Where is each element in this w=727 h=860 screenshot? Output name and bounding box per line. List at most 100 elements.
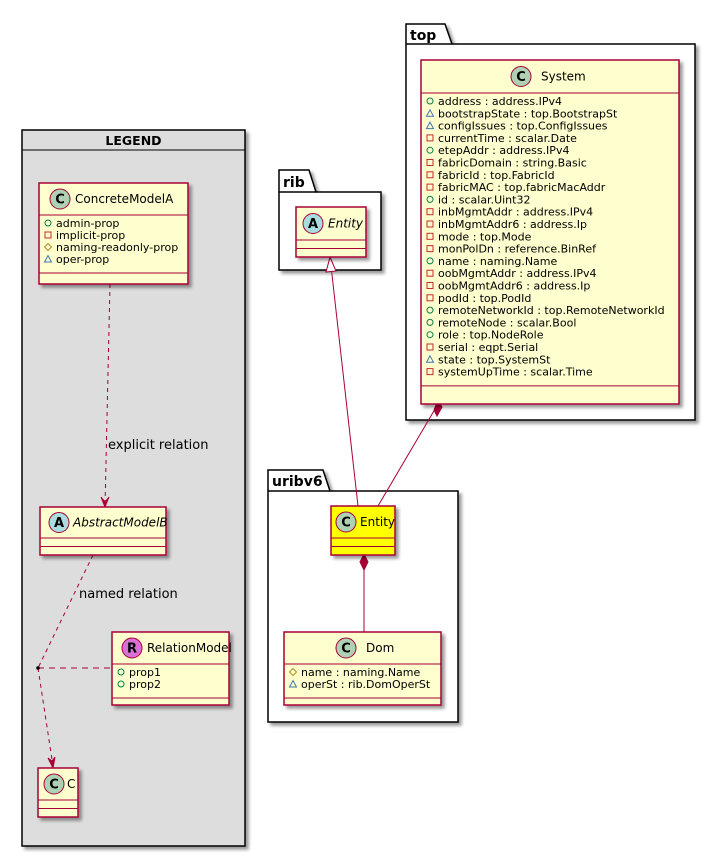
visibility-icon	[426, 97, 434, 105]
attribute: role : top.NodeRole	[438, 329, 544, 342]
stereotype-letter: C	[341, 642, 351, 657]
attribute: oobMgmtAddr6 : address.Ip	[438, 280, 590, 293]
attribute: operSt : rib.DomOperSt	[301, 678, 431, 691]
attribute: prop2	[129, 678, 161, 691]
explicit-relation-label: explicit relation	[108, 438, 208, 453]
attribute: oobMgmtAddr : address.IPv4	[438, 267, 597, 280]
visibility-icon	[426, 318, 434, 326]
relation-point	[36, 666, 40, 670]
attribute: podId : top.PodId	[438, 292, 531, 305]
visibility-icon	[426, 159, 434, 166]
attribute: oper-prop	[56, 253, 109, 266]
package-uribv6-label: uribv6	[272, 474, 323, 490]
visibility-icon	[426, 343, 434, 351]
attribute: remoteNetworkId : top.RemoteNetworkId	[438, 304, 665, 317]
arrowhead-to-c	[47, 756, 56, 770]
relation-class-icon	[121, 637, 143, 659]
attribute: configIssues : top.ConfigIssues	[438, 120, 608, 133]
arrowhead-explicit	[100, 496, 110, 509]
attribute: state : top.SystemSt	[438, 353, 551, 366]
attribute: inbMgmtAddr6 : address.Ip	[438, 218, 587, 231]
visibility-icon	[426, 146, 434, 154]
class-icon	[335, 511, 357, 533]
stereotype-letter: C	[341, 516, 351, 531]
attribute: fabricDomain : string.Basic	[438, 157, 587, 170]
abstract-class-icon	[48, 512, 70, 533]
class-rib-entity[interactable]: A Entity	[295, 206, 367, 258]
attribute: bootstrapState : top.BootstrapSt	[438, 107, 618, 120]
visibility-icon	[426, 134, 434, 142]
visibility-icon	[426, 245, 434, 253]
attribute: etepAddr : address.IPv4	[438, 144, 569, 157]
class-system-name: System	[541, 70, 586, 84]
visibility-icon	[288, 679, 298, 688]
class-icon	[43, 773, 65, 795]
class-icon	[335, 637, 357, 659]
class-abstract-model-b-name: AbstractModelB	[72, 516, 168, 530]
class-icon	[49, 188, 71, 210]
visibility-icon	[426, 331, 434, 339]
class-abstract-model-b[interactable]: A AbstractModelB	[39, 506, 168, 556]
class-concrete-model-a-name: ConcreteModelA	[75, 192, 174, 206]
attribute: id : scalar.Uint32	[438, 193, 530, 206]
visibility-icon	[426, 183, 434, 191]
stereotype-letter: C	[49, 778, 59, 793]
attribute: naming-readonly-prop	[56, 241, 178, 254]
edge-explicit-relation	[104, 283, 111, 508]
stereotype-letter: A	[54, 516, 64, 531]
inheritance-triangle	[325, 255, 337, 273]
attribute: monPolDn : reference.BinRef	[438, 243, 597, 256]
diamond-dom	[359, 552, 369, 572]
visibility-icon	[43, 242, 53, 252]
attribute: systemUpTime : scalar.Time	[438, 366, 593, 379]
class-relation-model-name: RelationModel	[147, 641, 232, 655]
stereotype-letter: C	[516, 70, 526, 85]
attribute: implicit-prop	[56, 229, 125, 242]
attribute: serial : eqpt.Serial	[438, 341, 538, 354]
class-c-name: C	[67, 777, 75, 791]
class-rib-entity-name: Entity	[328, 217, 364, 231]
attribute: currentTime : scalar.Date	[438, 132, 577, 145]
visibility-icon	[426, 171, 434, 179]
attribute: inbMgmtAddr : address.IPv4	[438, 206, 593, 219]
visibility-icon	[426, 257, 434, 265]
package-top-label: top	[410, 28, 436, 44]
visibility-icon	[288, 667, 298, 677]
visibility-icon	[426, 269, 434, 277]
attribute: admin-prop	[56, 217, 119, 230]
visibility-icon	[43, 254, 53, 263]
attribute: prop1	[129, 666, 161, 679]
visibility-icon	[425, 354, 435, 363]
visibility-icon	[117, 680, 125, 688]
edge-inheritance	[329, 256, 359, 507]
visibility-icon	[426, 195, 434, 203]
abstract-class-icon	[302, 213, 324, 234]
attribute: address : address.IPv4	[438, 95, 562, 108]
legend-title: LEGEND	[105, 133, 161, 148]
named-relation-label: named relation	[79, 587, 178, 602]
edge-to-c	[37, 667, 54, 767]
class-uribv6-entity[interactable]: C Entity	[330, 505, 396, 556]
class-uribv6-entity-name: Entity	[360, 515, 395, 529]
visibility-icon	[425, 108, 435, 117]
edge-named-relation	[37, 554, 94, 669]
package-rib-label: rib	[283, 175, 305, 191]
attribute: name : naming.Name	[438, 255, 558, 268]
class-system[interactable]: C System address : address.IPv4bootstrapSt…	[420, 59, 680, 405]
visibility-icon	[426, 368, 434, 376]
visibility-icon	[44, 231, 52, 239]
visibility-icon	[426, 232, 434, 240]
visibility-icon	[426, 282, 434, 289]
visibility-icon	[117, 668, 125, 676]
class-dom-name: Dom	[366, 641, 394, 655]
stereotype-letter: A	[308, 217, 318, 232]
visibility-icon	[426, 208, 434, 216]
visibility-icon	[426, 294, 434, 302]
edges	[37, 255, 443, 770]
